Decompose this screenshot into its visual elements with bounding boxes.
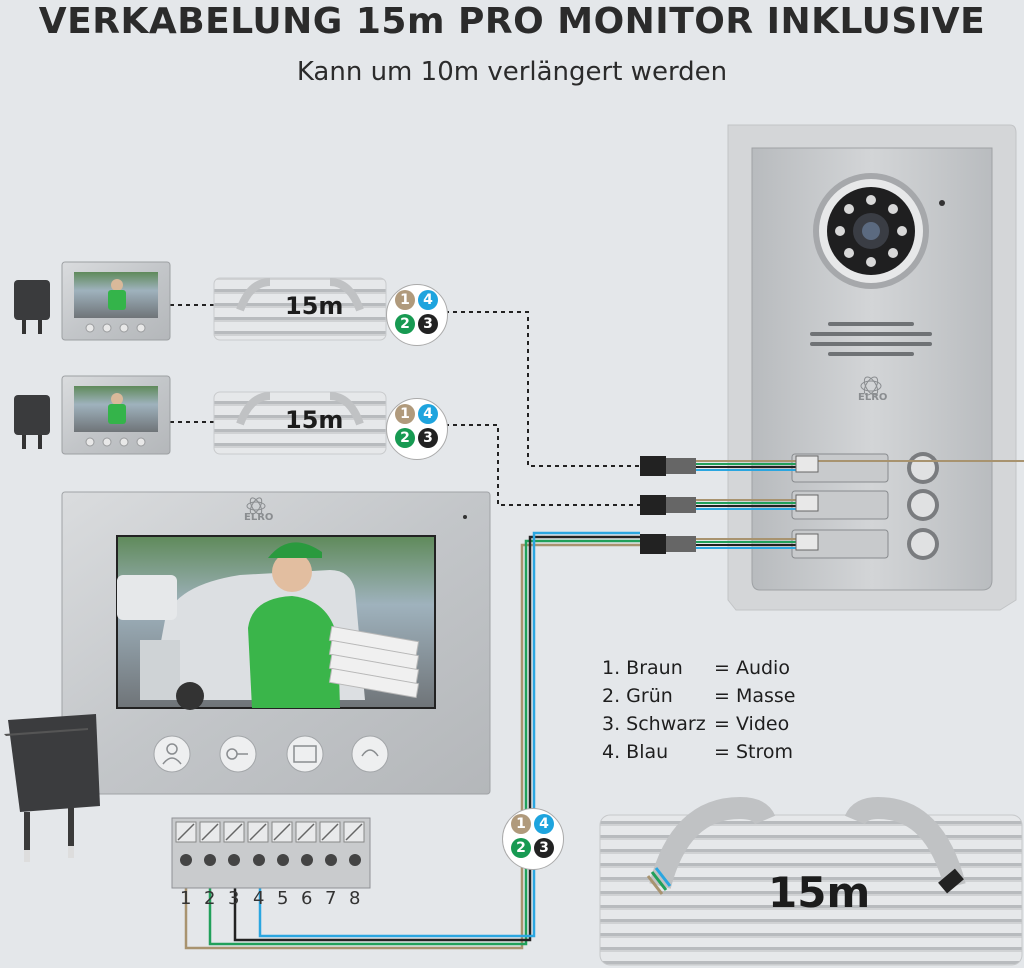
page-subtitle: Kann um 10m verlängert werden bbox=[296, 57, 728, 87]
terminal-number: 1 bbox=[180, 888, 192, 909]
terminal-number: 7 bbox=[325, 888, 337, 909]
station-wires bbox=[696, 460, 800, 549]
legend-number: 1. Braun bbox=[602, 657, 683, 679]
station-connectors bbox=[640, 456, 1024, 554]
wire-badge-4: 4 bbox=[418, 290, 438, 310]
door-station bbox=[727, 124, 1017, 611]
dotted-connection-lines bbox=[170, 304, 640, 506]
wire-badge-4: 4 bbox=[418, 404, 438, 424]
elro-logo-icon bbox=[246, 497, 266, 515]
wire-badge-2: 2 bbox=[395, 428, 415, 448]
legend-number: 3. Schwarz bbox=[602, 713, 706, 735]
legend-function: = Strom bbox=[714, 741, 793, 763]
wire-badge-1: 1 bbox=[511, 814, 531, 834]
terminal-number: 6 bbox=[301, 888, 313, 909]
cable-coil-2 bbox=[213, 391, 387, 455]
terminal-number: 8 bbox=[349, 888, 361, 909]
cable-coil-large bbox=[599, 796, 1023, 966]
station-brand: ELRO bbox=[858, 392, 888, 403]
cable-length-label-2: 15m bbox=[285, 406, 344, 434]
wire-badge-3: 3 bbox=[418, 314, 438, 334]
terminal-number: 4 bbox=[253, 888, 265, 909]
wire-badge-1: 1 bbox=[395, 290, 415, 310]
terminal-number: 3 bbox=[228, 888, 240, 909]
cable-length-label-1: 15m bbox=[285, 292, 344, 320]
wire-badge-3: 3 bbox=[534, 838, 554, 858]
legend-number: 4. Blau bbox=[602, 741, 669, 763]
terminal-number: 2 bbox=[204, 888, 216, 909]
cable-coil-1 bbox=[213, 277, 387, 341]
terminal-block bbox=[171, 817, 371, 889]
power-adapter bbox=[4, 714, 100, 862]
small-monitor-1 bbox=[14, 261, 171, 341]
page-title: VERKABELUNG 15m PRO MONITOR INKLUSIVE bbox=[38, 1, 986, 42]
wire-badge-4: 4 bbox=[534, 814, 554, 834]
elro-logo-icon bbox=[860, 376, 882, 396]
wire-badge-2: 2 bbox=[511, 838, 531, 858]
wire-badge-1: 1 bbox=[395, 404, 415, 424]
wire-badge-3: 3 bbox=[418, 428, 438, 448]
cable-length-label-large: 15m bbox=[768, 868, 871, 917]
wire-badge-2: 2 bbox=[395, 314, 415, 334]
legend-function: = Audio bbox=[714, 657, 790, 679]
terminal-number: 5 bbox=[277, 888, 289, 909]
legend-function: = Masse bbox=[714, 685, 796, 707]
legend-function: = Video bbox=[714, 713, 790, 735]
small-monitor-2 bbox=[14, 375, 171, 455]
call-buttons bbox=[907, 452, 939, 560]
legend-number: 2. Grün bbox=[602, 685, 673, 707]
monitor-brand: ELRO bbox=[244, 512, 274, 523]
large-monitor bbox=[61, 491, 491, 795]
main-wire-bundle bbox=[184, 531, 640, 950]
